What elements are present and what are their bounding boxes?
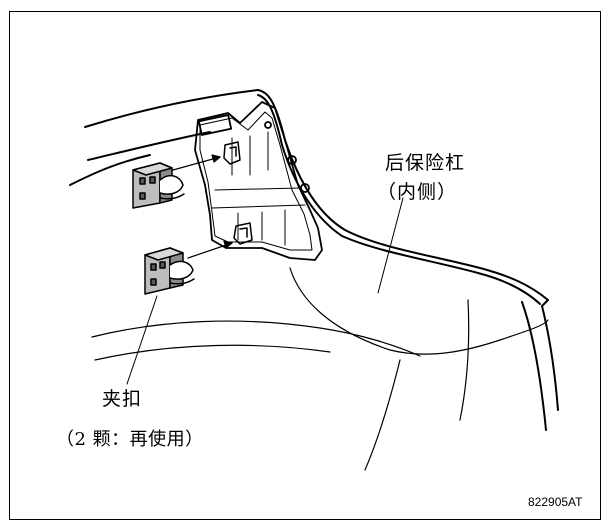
bumper-contours: [91, 267, 549, 471]
install-arrows: [172, 154, 233, 259]
clip-quantity-label: （2 颗：再使用）: [56, 429, 204, 450]
rear-bumper-label: 后保险杠: [385, 152, 466, 174]
clip-holes: [223, 141, 253, 245]
leader-lines: [126, 197, 404, 385]
bracket: [194, 101, 323, 261]
figure-frame: [9, 11, 601, 520]
clip-upper: [132, 162, 185, 209]
clip-lower: [144, 247, 195, 295]
figure-code: 822905AT: [528, 495, 583, 509]
clip-label: 夹扣: [102, 388, 143, 410]
inner-side-label: （内侧）: [377, 181, 458, 203]
